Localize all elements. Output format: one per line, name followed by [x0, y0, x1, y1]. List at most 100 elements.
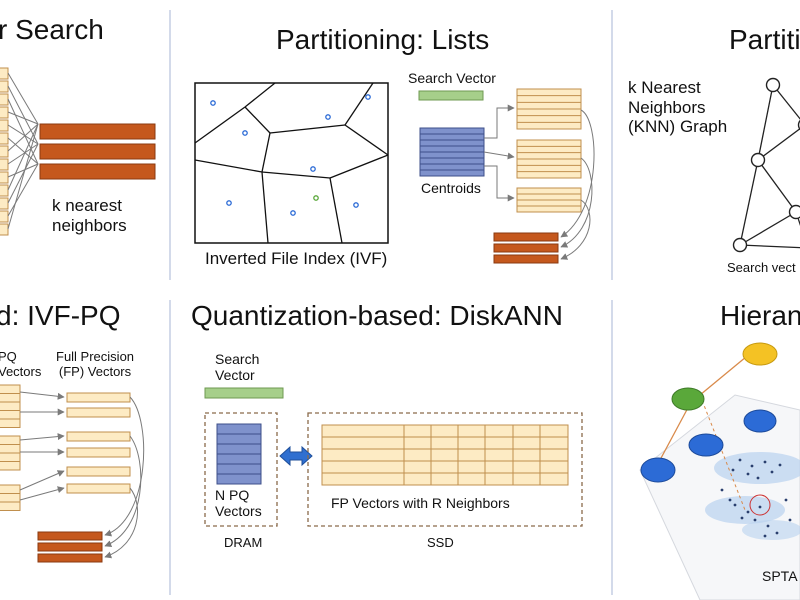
- ivf-centroid-to-list-3: [484, 165, 515, 202]
- flat-knn-bar-1: [39, 123, 156, 140]
- ivf-voronoi-edge: [344, 82, 374, 126]
- ivf-centroid-point: [353, 202, 359, 208]
- ivf-result-bar-3: [493, 254, 559, 264]
- graph-edge: [772, 84, 800, 120]
- ivf-voronoi-edge: [261, 132, 271, 173]
- diskann-ssd-label: SSD: [427, 535, 454, 550]
- hier-node-top: [742, 342, 778, 366]
- ivf-list-to-result-1: [560, 109, 595, 238]
- ivf-voronoi-edge: [329, 154, 389, 179]
- diskann-dram-label: DRAM: [224, 535, 263, 550]
- hier-data-point: [731, 468, 735, 472]
- ivf-centroid-point: [226, 200, 232, 206]
- flat-knn-bar-3: [39, 163, 156, 180]
- diskann-dram-box: [204, 412, 278, 527]
- hier-cluster-halo-2: [705, 496, 785, 524]
- hier-cluster-halo-3: [742, 520, 800, 540]
- flat-vector-row: [0, 67, 9, 80]
- diskann-title: Quantization-based: DiskANN: [191, 300, 563, 331]
- ivf-centroid-point: [365, 94, 371, 100]
- graph-knn-label: k Nearest Neighbors (KNN) Graph: [628, 78, 728, 137]
- diskann-fp-stack-box: [321, 424, 405, 486]
- hier-link-1: [699, 351, 753, 396]
- hier-data-point: [756, 476, 760, 480]
- hier-data-point: [720, 488, 724, 492]
- ivf-centroid-point: [290, 210, 296, 216]
- ivfpq-fp-to-result-1: [104, 396, 145, 537]
- flat-connector: [7, 137, 39, 165]
- ivfpq-fp-to-result-3: [104, 487, 138, 559]
- diskann-transfer-arrow: [279, 445, 313, 467]
- flat-connector: [7, 123, 39, 230]
- flat-vector-row: [0, 93, 9, 106]
- hier-data-point: [746, 472, 750, 476]
- flat-knn-bar-2: [39, 143, 156, 160]
- hier-data-point: [746, 510, 750, 514]
- graph-edge: [739, 211, 797, 246]
- hier-data-point: [766, 524, 770, 528]
- hier-node-mid-2: [743, 409, 777, 433]
- ivf-result-bar-2: [493, 243, 559, 253]
- hier-link-2: [659, 403, 691, 461]
- flat-vector-row: [0, 223, 9, 236]
- hier-node-low-2: [640, 457, 676, 483]
- ivf-centroid-point: [210, 100, 216, 106]
- ivf-centroids-label: Centroids: [421, 180, 481, 196]
- hier-cluster-halo-1: [714, 452, 800, 484]
- flat-connector: [7, 85, 39, 145]
- hier-data-point: [750, 464, 754, 468]
- ivfpq-fp-bar-6: [66, 483, 131, 494]
- ivf-centroid-point: [310, 166, 316, 172]
- hier-data-point: [770, 470, 774, 474]
- flat-vector-row: [0, 80, 9, 93]
- hier-query-ring: [749, 494, 771, 516]
- ivf-centroid-to-list-1: [484, 104, 515, 139]
- flat-connector: [7, 143, 39, 204]
- flat-vector-row: [0, 145, 9, 158]
- hier-link-3: [699, 394, 746, 511]
- hier-title: Hieran: [720, 300, 800, 331]
- ivfpq-fp-to-result-2: [104, 435, 142, 547]
- graph-edge: [757, 127, 800, 161]
- ivf-centroid-point: [325, 114, 331, 120]
- flat-connector: [7, 111, 39, 125]
- hier-caption: SPTA: [762, 568, 798, 584]
- hier-data-point: [753, 518, 757, 522]
- ivf-query-point: [313, 195, 319, 201]
- hier-data-point: [778, 463, 782, 467]
- hier-data-point: [763, 460, 767, 464]
- diskann-search-vector-bar: [204, 387, 284, 399]
- ivfpq-result-bar-3: [37, 553, 103, 563]
- hier-data-point: [758, 505, 762, 509]
- diskann-neighbor-grid-box: [403, 424, 569, 486]
- graph-node: [750, 152, 766, 168]
- ivf-voronoi-edge: [244, 82, 276, 108]
- ivf-search-vector-bar: [418, 90, 484, 101]
- ivfpq-pq-group-3-box: [0, 484, 21, 511]
- diskann-pq-label: N PQ Vectors: [215, 487, 262, 520]
- graph-edge: [757, 159, 797, 213]
- hier-data-point: [763, 534, 767, 538]
- ivfpq-pq-to-fp: [19, 486, 65, 501]
- hier-data-point: [738, 458, 742, 462]
- diskann-ssd-box: [307, 412, 583, 527]
- hier-data-point: [740, 516, 744, 520]
- ivfpq-pq-group-1-box: [0, 384, 21, 428]
- flat-vector-row: [0, 158, 9, 171]
- flat-vector-row: [0, 184, 9, 197]
- graph-edge: [739, 244, 800, 249]
- ivfpq-fp-bar-3: [66, 431, 131, 442]
- hier-node-low-1: [688, 433, 724, 457]
- flat-vector-row: [0, 106, 9, 119]
- hier-data-point: [733, 503, 737, 507]
- hier-data-point: [788, 518, 792, 522]
- ivf-list-to-result-3: [560, 199, 591, 260]
- ivfpq-pq-to-fp: [19, 433, 65, 441]
- graph-title: Partiti: [729, 24, 800, 55]
- ivf-voronoi-edge: [261, 171, 331, 179]
- graph-edge: [757, 84, 774, 161]
- diskann-fp-label: FP Vectors with R Neighbors: [331, 495, 510, 511]
- ivfpq-pq-label: PQ Vectors: [0, 349, 42, 379]
